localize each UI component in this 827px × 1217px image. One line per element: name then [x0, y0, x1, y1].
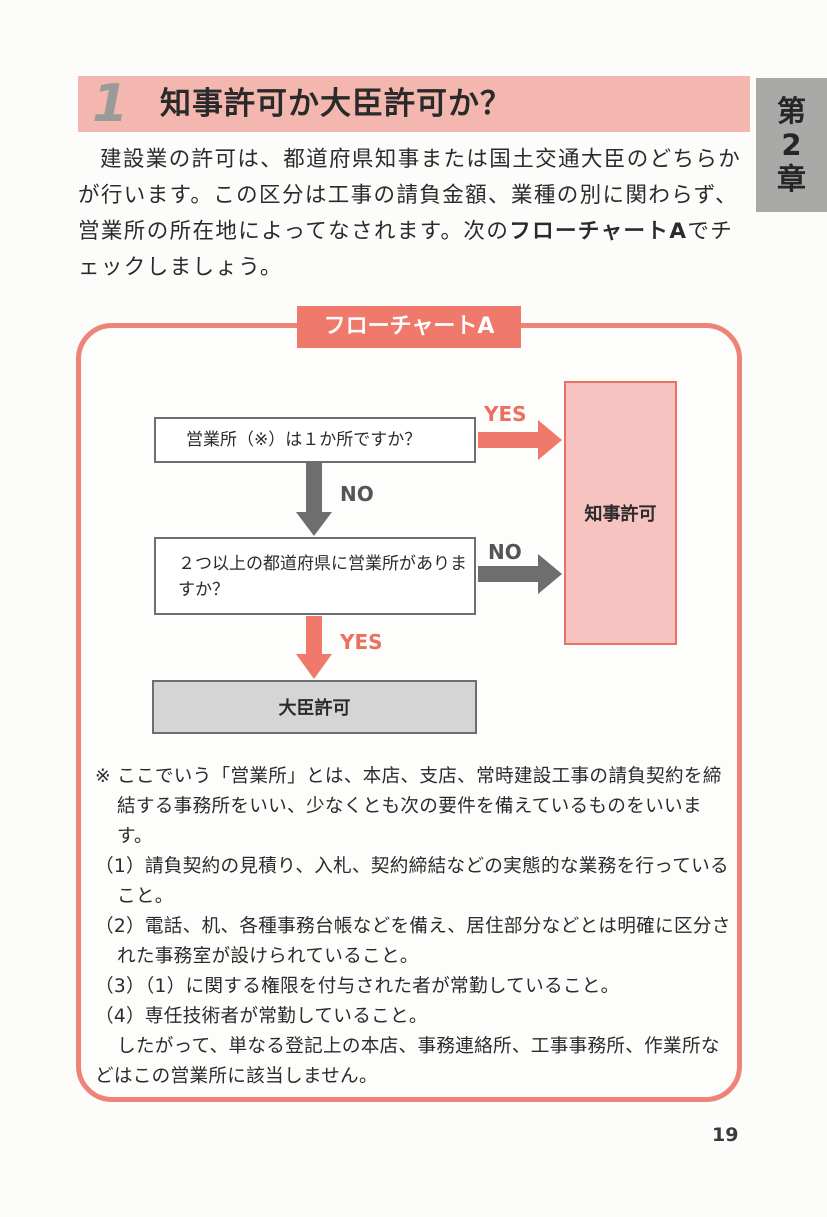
question-box-1: 営業所（※）は１か所ですか？: [154, 417, 476, 463]
note-item-3: （3）（1）に関する権限を付与された者が常勤していること。: [95, 976, 620, 997]
yes-label-2: YES: [340, 630, 383, 654]
note-conclusion: したがって、単なる登記上の本店、事務連絡所、工事事務所、作業所などはこの営業所に…: [95, 1036, 720, 1087]
note-item-4: （4）専任技術者が常勤していること。: [95, 1006, 428, 1027]
no-label-2: NO: [488, 540, 522, 564]
section-title: 知事許可か大臣許可か？: [160, 86, 512, 122]
no-arrow-right-icon: [478, 554, 562, 594]
intro-text-before: 建設業の許可は、都道府県知事または国土交通大臣のどちらかが行います。この区分は工…: [78, 147, 742, 244]
result-governor-permit: 知事許可: [564, 381, 677, 645]
intro-text-after: でチェックしましょう。: [78, 219, 734, 280]
yes-arrow-right-icon: [478, 420, 562, 460]
no-label-1: NO: [340, 482, 374, 506]
yes-label-1: YES: [484, 402, 527, 426]
chapter-tab-suffix: 章: [776, 162, 806, 196]
note-item-2: （2）電話、机、各種事務台帳などを備え、居住部分などとは明確に区分された事務室が…: [95, 916, 731, 967]
intro-highlight: フローチャートA: [509, 219, 688, 244]
page-number: 19: [712, 1124, 739, 1146]
chapter-tab-prefix: 第: [776, 94, 806, 128]
question-box-2: ２つ以上の都道府県に営業所がありますか？: [154, 537, 476, 615]
chapter-tab: 第 2 章: [756, 78, 827, 212]
section-number: 1: [92, 74, 129, 134]
no-arrow-down-icon: [296, 463, 332, 536]
note-item-1: （1）請負契約の見積り、入札、契約締結などの実態的な業務を行っていること。: [95, 856, 729, 907]
yes-arrow-down-icon: [296, 616, 332, 679]
section-title-bar: [78, 76, 750, 132]
intro-paragraph: 建設業の許可は、都道府県知事または国土交通大臣のどちらかが行います。この区分は工…: [78, 142, 750, 286]
result-minister-label: 大臣許可: [278, 698, 351, 719]
chapter-tab-number: 2: [781, 128, 802, 162]
note-intro: ※ ここでいう「営業所」とは、本店、支店、常時建設工事の請負契約を締結する事務所…: [95, 766, 722, 847]
office-definition-note: ※ ここでいう「営業所」とは、本店、支店、常時建設工事の請負契約を締結する事務所…: [95, 762, 735, 1092]
result-minister-permit: 大臣許可: [152, 680, 477, 734]
flowchart-label: フローチャートA: [297, 306, 521, 348]
result-governor-label: 知事許可: [584, 504, 657, 525]
